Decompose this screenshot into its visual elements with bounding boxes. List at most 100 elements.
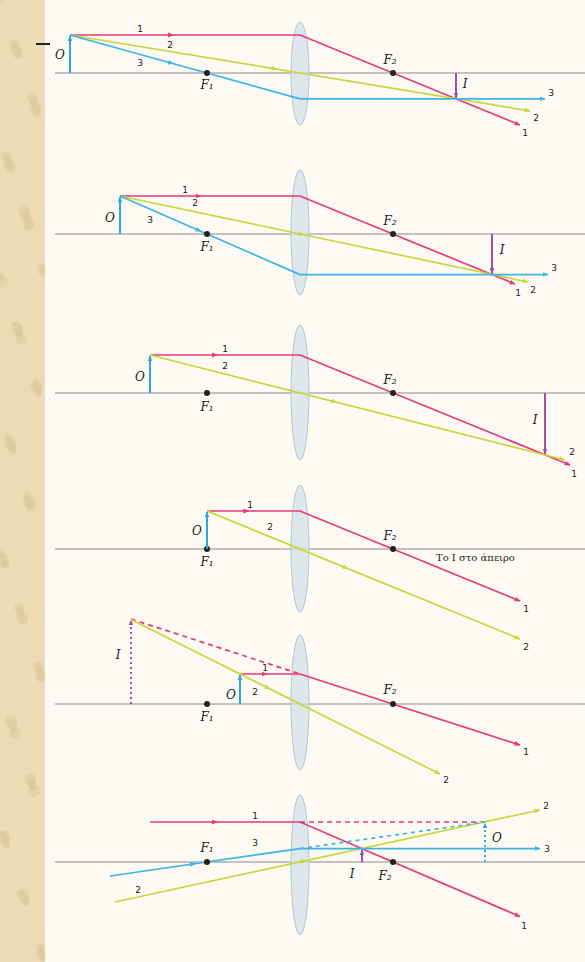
- ray-number: 2: [267, 523, 273, 532]
- ray-panel: [55, 485, 585, 639]
- focal-point: [204, 701, 210, 707]
- image-arrow: [544, 393, 546, 454]
- point-label: I: [500, 244, 505, 256]
- object-arrow: [119, 197, 121, 234]
- light-ray: [115, 810, 540, 902]
- image-arrow: [130, 620, 132, 704]
- ray-panel: [55, 619, 585, 774]
- light-ray: [150, 355, 570, 465]
- object-arrow: [206, 512, 208, 549]
- ray-number: 1: [262, 664, 268, 673]
- focal-point: [390, 70, 396, 76]
- ray-panel: [55, 170, 585, 295]
- point-label: F₂: [383, 54, 396, 66]
- light-ray: [131, 620, 440, 775]
- ray-number: 3: [551, 264, 557, 273]
- panel-ground: [45, 0, 585, 962]
- point-label: F₁: [200, 79, 213, 91]
- optical-axis: [55, 549, 585, 550]
- optical-axis: [55, 234, 585, 235]
- focal-point: [390, 390, 396, 396]
- ray-number: 2: [222, 362, 228, 371]
- point-label: I: [350, 868, 355, 880]
- ray-direction: [120, 196, 201, 197]
- focal-point: [204, 231, 210, 237]
- ray-direction: [150, 822, 218, 823]
- light-ray: [110, 849, 540, 876]
- optical-axis: [55, 704, 585, 705]
- ray-number: 3: [147, 216, 153, 225]
- object-arrow: [484, 823, 486, 862]
- point-label: F₁: [200, 842, 213, 854]
- light-ray: [150, 355, 565, 460]
- object-arrow: [69, 36, 71, 73]
- point-label: I: [116, 649, 121, 661]
- point-label: O: [192, 525, 202, 537]
- light-ray: [300, 822, 485, 849]
- point-label: O: [135, 371, 145, 383]
- note-text: Το I στο άπειρο: [436, 553, 515, 563]
- paper-texture: [0, 0, 49, 962]
- point-label: F₁: [200, 711, 213, 723]
- ray-number: 2: [533, 114, 539, 123]
- ray-number: 2: [569, 448, 575, 457]
- ray-number: 3: [548, 89, 554, 98]
- focal-point: [390, 546, 396, 552]
- ray-number: 2: [530, 286, 536, 295]
- ray-number: 3: [252, 839, 258, 848]
- point-label: F₁: [200, 556, 213, 568]
- ray-number: 1: [523, 748, 529, 757]
- ray-number: 2: [252, 688, 258, 697]
- object-arrow: [239, 675, 241, 704]
- point-label: F₂: [383, 684, 396, 696]
- light-ray: [207, 511, 520, 639]
- light-ray: [70, 35, 545, 99]
- point-label: O: [492, 832, 502, 844]
- point-label: O: [55, 49, 65, 61]
- ray-panel: [55, 795, 585, 935]
- ray-number: 2: [192, 199, 198, 208]
- ray-number: 1: [523, 605, 529, 614]
- point-label: F₂: [383, 374, 396, 386]
- light-ray: [150, 822, 520, 917]
- ray-number: 2: [167, 41, 173, 50]
- focal-point: [204, 859, 210, 865]
- ray-direction: [131, 620, 270, 690]
- convex-lens: [291, 635, 309, 770]
- image-arrow: [361, 850, 363, 862]
- ray-direction: [70, 35, 174, 36]
- point-label: F₂: [383, 530, 396, 542]
- object-arrow: [149, 356, 151, 393]
- ray-number: 2: [443, 776, 449, 785]
- ray-direction: [70, 35, 174, 64]
- focal-point: [390, 859, 396, 865]
- ray-panel: [55, 325, 585, 465]
- light-ray: [120, 196, 548, 275]
- image-arrow: [455, 73, 457, 98]
- focal-point: [390, 701, 396, 707]
- point-label: I: [463, 78, 468, 90]
- ray-number: 1: [252, 812, 258, 821]
- ray-number: 1: [521, 922, 527, 931]
- ray-direction: [120, 196, 304, 235]
- point-label: F₁: [200, 401, 213, 413]
- focal-point: [204, 70, 210, 76]
- light-ray: [131, 619, 300, 674]
- point-label: O: [226, 689, 236, 701]
- dash-mark: [36, 43, 50, 45]
- ray-direction: [150, 355, 337, 402]
- ray-direction: [120, 196, 201, 231]
- point-label: I: [533, 414, 538, 426]
- ray-direction: [207, 511, 249, 512]
- light-ray: [300, 821, 485, 823]
- optical-axis: [55, 393, 585, 394]
- convex-lens: [291, 795, 309, 935]
- ray-direction: [240, 674, 267, 675]
- ray-number: 1: [515, 289, 521, 298]
- ray-number: 1: [247, 501, 253, 510]
- light-ray: [120, 196, 528, 282]
- ray-number: 2: [135, 886, 141, 895]
